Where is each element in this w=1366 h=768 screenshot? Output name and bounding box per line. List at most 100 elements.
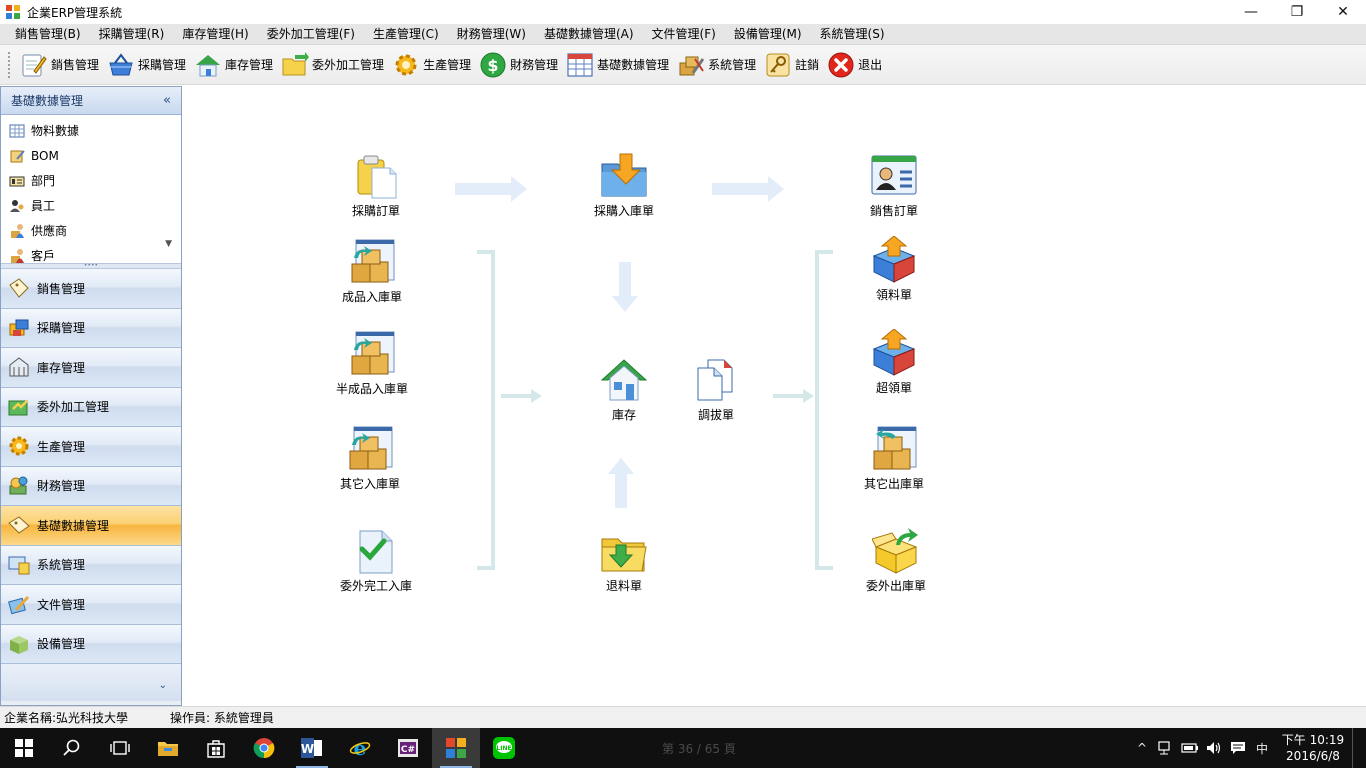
taskbar-ie[interactable]: e: [336, 728, 384, 768]
node-purchase-in[interactable]: 採購入庫單: [579, 152, 669, 219]
node-outsource-out[interactable]: 委外出庫單: [851, 527, 941, 594]
nav-purchase[interactable]: 採購管理: [1, 308, 181, 348]
toolbar-system-button[interactable]: 系統管理: [674, 48, 761, 82]
list-item-department[interactable]: 部門: [1, 168, 181, 193]
taskbar-csharp-app[interactable]: C#: [384, 728, 432, 768]
production-icon: [7, 434, 31, 458]
start-button[interactable]: [0, 728, 48, 768]
node-sales-order[interactable]: 銷售訂單: [849, 152, 939, 219]
taskbar-chrome[interactable]: [240, 728, 288, 768]
taskbar-erp-app[interactable]: [432, 728, 480, 768]
node-over-picking[interactable]: 超領單: [849, 328, 939, 396]
list-item-label: 部門: [31, 174, 56, 188]
nav-basedata[interactable]: 基礎數據管理: [1, 506, 181, 546]
list-item-supplier[interactable]: 供應商: [1, 218, 181, 243]
status-bar: 企業名稱:弘光科技大學 操作員: 系統管理員: [0, 706, 1366, 728]
nav-finance[interactable]: 財務管理: [1, 466, 181, 506]
action-center-icon[interactable]: [1226, 728, 1250, 768]
node-semi-finished-in[interactable]: 半成品入庫單: [327, 330, 417, 397]
volume-icon[interactable]: [1202, 728, 1226, 768]
tray-show-hidden-button[interactable]: ^: [1136, 741, 1148, 755]
menu-purchase[interactable]: 採購管理(R): [98, 26, 165, 41]
node-inventory[interactable]: 庫存: [579, 356, 669, 423]
toolbar-inventory-button[interactable]: 庫存管理: [191, 48, 278, 82]
list-item-material-data[interactable]: 物料數據: [1, 118, 181, 143]
list-item-employee[interactable]: 員工: [1, 193, 181, 218]
toolbar-production-label: 生產管理: [423, 58, 472, 72]
toolbar-basedata-button[interactable]: 基礎數據管理: [563, 48, 674, 82]
nav-inventory[interactable]: 庫存管理: [1, 348, 181, 388]
taskbar-store[interactable]: [192, 728, 240, 768]
menu-inventory[interactable]: 庫存管理(H): [182, 26, 249, 41]
toolbar-production-button[interactable]: 生產管理: [389, 48, 476, 82]
system-clock[interactable]: 下午 10:19 2016/6/8: [1274, 732, 1352, 764]
menu-system[interactable]: 系統管理(S): [819, 26, 885, 41]
toolbar-grip[interactable]: [8, 51, 11, 78]
toolbar-logout-button[interactable]: 註銷: [761, 48, 824, 82]
open-box-icon: [871, 527, 920, 575]
menu-finance[interactable]: 財務管理(W): [456, 26, 526, 41]
search-icon: [63, 739, 80, 756]
taskbar-line[interactable]: LINE: [480, 728, 528, 768]
menu-production[interactable]: 生產管理(C): [372, 26, 439, 41]
nav-production[interactable]: 生產管理: [1, 427, 181, 467]
purchase-icon: [7, 316, 31, 340]
nav-outsourcing[interactable]: 委外加工管理: [1, 387, 181, 427]
node-transfer[interactable]: 調拔單: [671, 356, 761, 423]
node-return[interactable]: 退料單: [579, 527, 669, 594]
toolbar-sales-button[interactable]: 銷售管理: [17, 48, 104, 82]
input-method-indicator[interactable]: 中: [1255, 741, 1268, 756]
menu-basedata[interactable]: 基礎數據管理(A): [543, 26, 634, 41]
toolbar-purchase-button[interactable]: 採購管理: [104, 48, 191, 82]
more-nav-button[interactable]: ⌄: [158, 680, 167, 691]
node-label: 其它入庫單: [339, 477, 400, 491]
list-item-label: 供應商: [31, 224, 68, 238]
maximize-button[interactable]: ❐: [1290, 4, 1304, 20]
show-desktop-button[interactable]: [1352, 728, 1366, 768]
nav-system[interactable]: 系統管理: [1, 545, 181, 585]
folder-icon: [158, 742, 178, 756]
toolbar-finance-button[interactable]: $ 財務管理: [476, 48, 563, 82]
node-picking[interactable]: 領料單: [849, 235, 939, 303]
nav-sales[interactable]: 銷售管理: [1, 269, 181, 309]
clock-date: 2016/6/8: [1286, 749, 1340, 763]
close-button[interactable]: ✕: [1337, 4, 1349, 20]
toolbar-outsourcing-button[interactable]: 委外加工管理: [278, 48, 389, 82]
nav-label: 庫存管理: [37, 360, 86, 375]
nav-equipment[interactable]: 設備管理: [1, 624, 181, 664]
node-purchase-order[interactable]: 採購訂單: [331, 152, 421, 219]
node-other-in[interactable]: 其它入庫單: [325, 425, 415, 492]
inventory-icon: [7, 355, 31, 379]
node-label: 退料單: [605, 579, 642, 593]
taskbar-word[interactable]: W: [288, 728, 336, 768]
pencil-note-icon: [20, 51, 48, 79]
collapse-panel-button[interactable]: «: [163, 93, 171, 108]
toolbar-inventory-label: 庫存管理: [225, 58, 274, 72]
menu-sales[interactable]: 銷售管理(B): [15, 26, 81, 41]
list-item-bom[interactable]: BOM: [1, 143, 181, 168]
list-item-customer[interactable]: 客戶: [1, 243, 181, 268]
finance-icon: [7, 474, 31, 498]
department-icon: [9, 173, 25, 189]
taskbar-file-explorer[interactable]: [144, 728, 192, 768]
network-icon[interactable]: [1154, 728, 1178, 768]
menu-outsourcing[interactable]: 委外加工管理(F): [266, 26, 355, 41]
node-other-out[interactable]: 其它出庫單: [849, 425, 939, 492]
menu-equipment[interactable]: 設備管理(M): [733, 26, 802, 41]
folder-download-icon: [600, 152, 648, 200]
panel-splitter[interactable]: ••••: [1, 263, 181, 269]
node-label: 採購訂單: [351, 204, 400, 218]
toolbar-exit-button[interactable]: 退出: [824, 48, 887, 82]
node-outsource-done-in[interactable]: 委外完工入庫: [331, 527, 421, 594]
list-scroll-down-button[interactable]: ▼: [165, 239, 172, 249]
boxes-out-icon: [870, 425, 918, 473]
minimize-button[interactable]: —: [1244, 4, 1258, 20]
node-finished-goods-in[interactable]: 成品入庫單: [327, 238, 417, 305]
battery-icon[interactable]: [1178, 728, 1202, 768]
menu-documents[interactable]: 文件管理(F): [651, 26, 716, 41]
node-label: 調拔單: [697, 408, 734, 422]
boxes-in-icon: [346, 425, 394, 473]
task-view-button[interactable]: [96, 728, 144, 768]
search-button[interactable]: [48, 728, 96, 768]
nav-documents[interactable]: 文件管理: [1, 585, 181, 625]
